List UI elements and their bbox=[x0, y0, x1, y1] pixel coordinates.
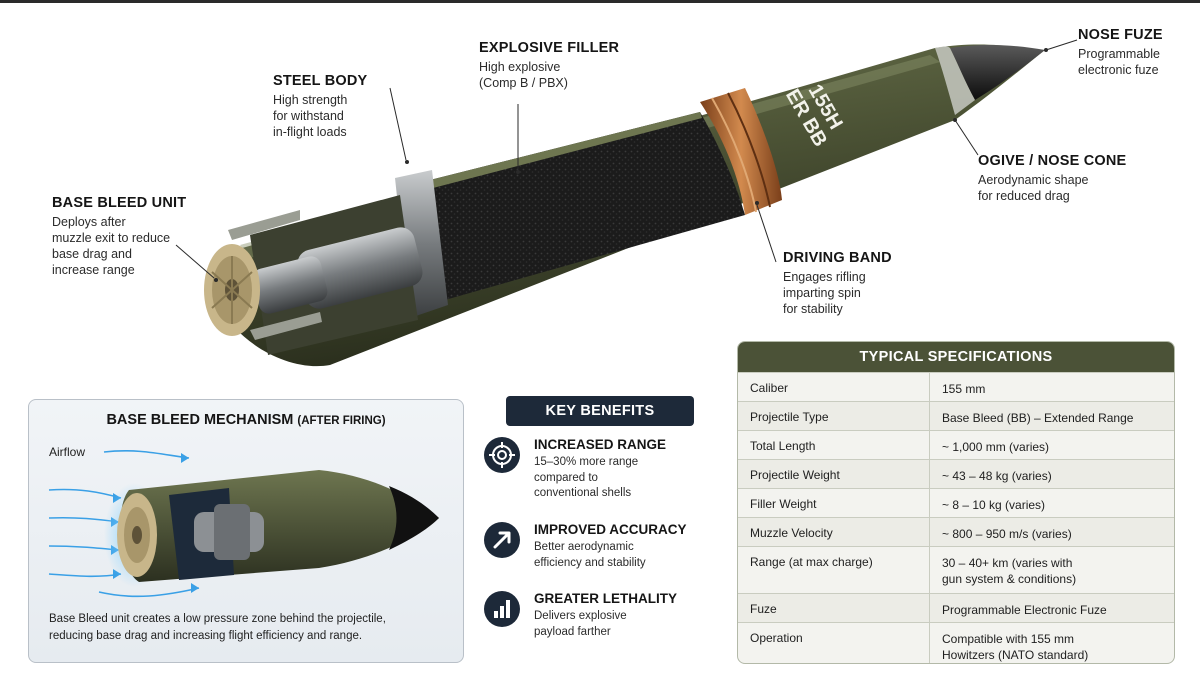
arrow-up-right-icon bbox=[484, 522, 520, 558]
spec-value: ~ 43 – 48 kg (varies) bbox=[942, 469, 1052, 483]
benefit-title: INCREASED RANGE bbox=[534, 437, 667, 452]
target-icon bbox=[484, 437, 520, 473]
base-bleed-mechanism-panel: BASE BLEED MECHANISM (AFTER FIRING) Airf… bbox=[28, 399, 464, 663]
spec-key: Projectile Weight bbox=[750, 468, 840, 482]
mechanism-title: BASE BLEED MECHANISM (AFTER FIRING) bbox=[106, 412, 386, 428]
explosive-filler-grain bbox=[430, 112, 745, 300]
nose-fuze-tip bbox=[950, 44, 1045, 100]
spec-value: Programmable Electronic Fuze bbox=[942, 603, 1107, 617]
callout-desc: High explosive(Comp B / PBX) bbox=[479, 60, 568, 90]
spec-value: Base Bleed (BB) – Extended Range bbox=[942, 411, 1134, 425]
benefit-title: GREATER LETHALITY bbox=[534, 591, 677, 606]
spec-key: Total Length bbox=[750, 439, 816, 453]
bar-chart-icon bbox=[484, 591, 520, 627]
spec-key: Caliber bbox=[750, 381, 789, 395]
mini-projectile-body bbox=[120, 470, 440, 582]
typical-specifications-table: TYPICAL SPECIFICATIONS Caliber 155 mm Pr… bbox=[737, 341, 1175, 664]
top-rule bbox=[0, 0, 1200, 3]
callout-title: BASE BLEED UNIT bbox=[52, 195, 187, 211]
table-row: Filler Weight ~ 8 – 10 kg (varies) bbox=[738, 488, 1174, 517]
specs-title: TYPICAL SPECIFICATIONS bbox=[738, 342, 1174, 372]
mechanism-subtitle: (AFTER FIRING) bbox=[297, 415, 386, 427]
table-row: Muzzle Velocity ~ 800 – 950 m/s (varies) bbox=[738, 517, 1174, 546]
table-row: Caliber 155 mm bbox=[738, 372, 1174, 401]
airflow-label: Airflow bbox=[49, 445, 86, 459]
table-row: Fuze Programmable Electronic Fuze bbox=[738, 593, 1174, 622]
mechanism-caption: Base Bleed unit creates a low pressure z… bbox=[49, 613, 386, 642]
key-benefits-header: KEY BENEFITS bbox=[506, 396, 694, 426]
callout-title: STEEL BODY bbox=[273, 73, 368, 89]
callout-explosive-filler: EXPLOSIVE FILLER High explosive(Comp B /… bbox=[479, 40, 619, 91]
mini-nose-tip bbox=[389, 486, 439, 550]
spec-value: ~ 8 – 10 kg (varies) bbox=[942, 498, 1046, 512]
spec-value: ~ 1,000 mm (varies) bbox=[942, 440, 1050, 454]
table-row: Projectile Weight ~ 43 – 48 kg (varies) bbox=[738, 459, 1174, 488]
callout-title: EXPLOSIVE FILLER bbox=[479, 40, 620, 56]
driving-band bbox=[700, 88, 782, 215]
table-row: Range (at max charge) 30 – 40+ km (varie… bbox=[738, 546, 1174, 593]
callout-title: OGIVE / NOSE CONE bbox=[978, 153, 1127, 169]
callout-leaders bbox=[175, 39, 1078, 279]
spec-value: 155 mm bbox=[942, 382, 986, 396]
table-row: Projectile Type Base Bleed (BB) – Extend… bbox=[738, 401, 1174, 430]
callout-title: NOSE FUZE bbox=[1078, 27, 1163, 43]
mechanism-illustration bbox=[48, 450, 440, 598]
spec-key: Projectile Type bbox=[750, 410, 829, 424]
benefit-title: IMPROVED ACCURACY bbox=[534, 522, 687, 537]
spec-key: Muzzle Velocity bbox=[750, 526, 833, 540]
spec-key: Range (at max charge) bbox=[750, 555, 873, 569]
callout-title: DRIVING BAND bbox=[783, 250, 892, 266]
spec-key: Filler Weight bbox=[750, 497, 817, 511]
spec-key: Fuze bbox=[750, 602, 777, 616]
table-row: Total Length ~ 1,000 mm (varies) bbox=[738, 430, 1174, 459]
spec-value: ~ 800 – 950 m/s (varies) bbox=[942, 527, 1072, 541]
spec-key: Operation bbox=[750, 631, 803, 645]
